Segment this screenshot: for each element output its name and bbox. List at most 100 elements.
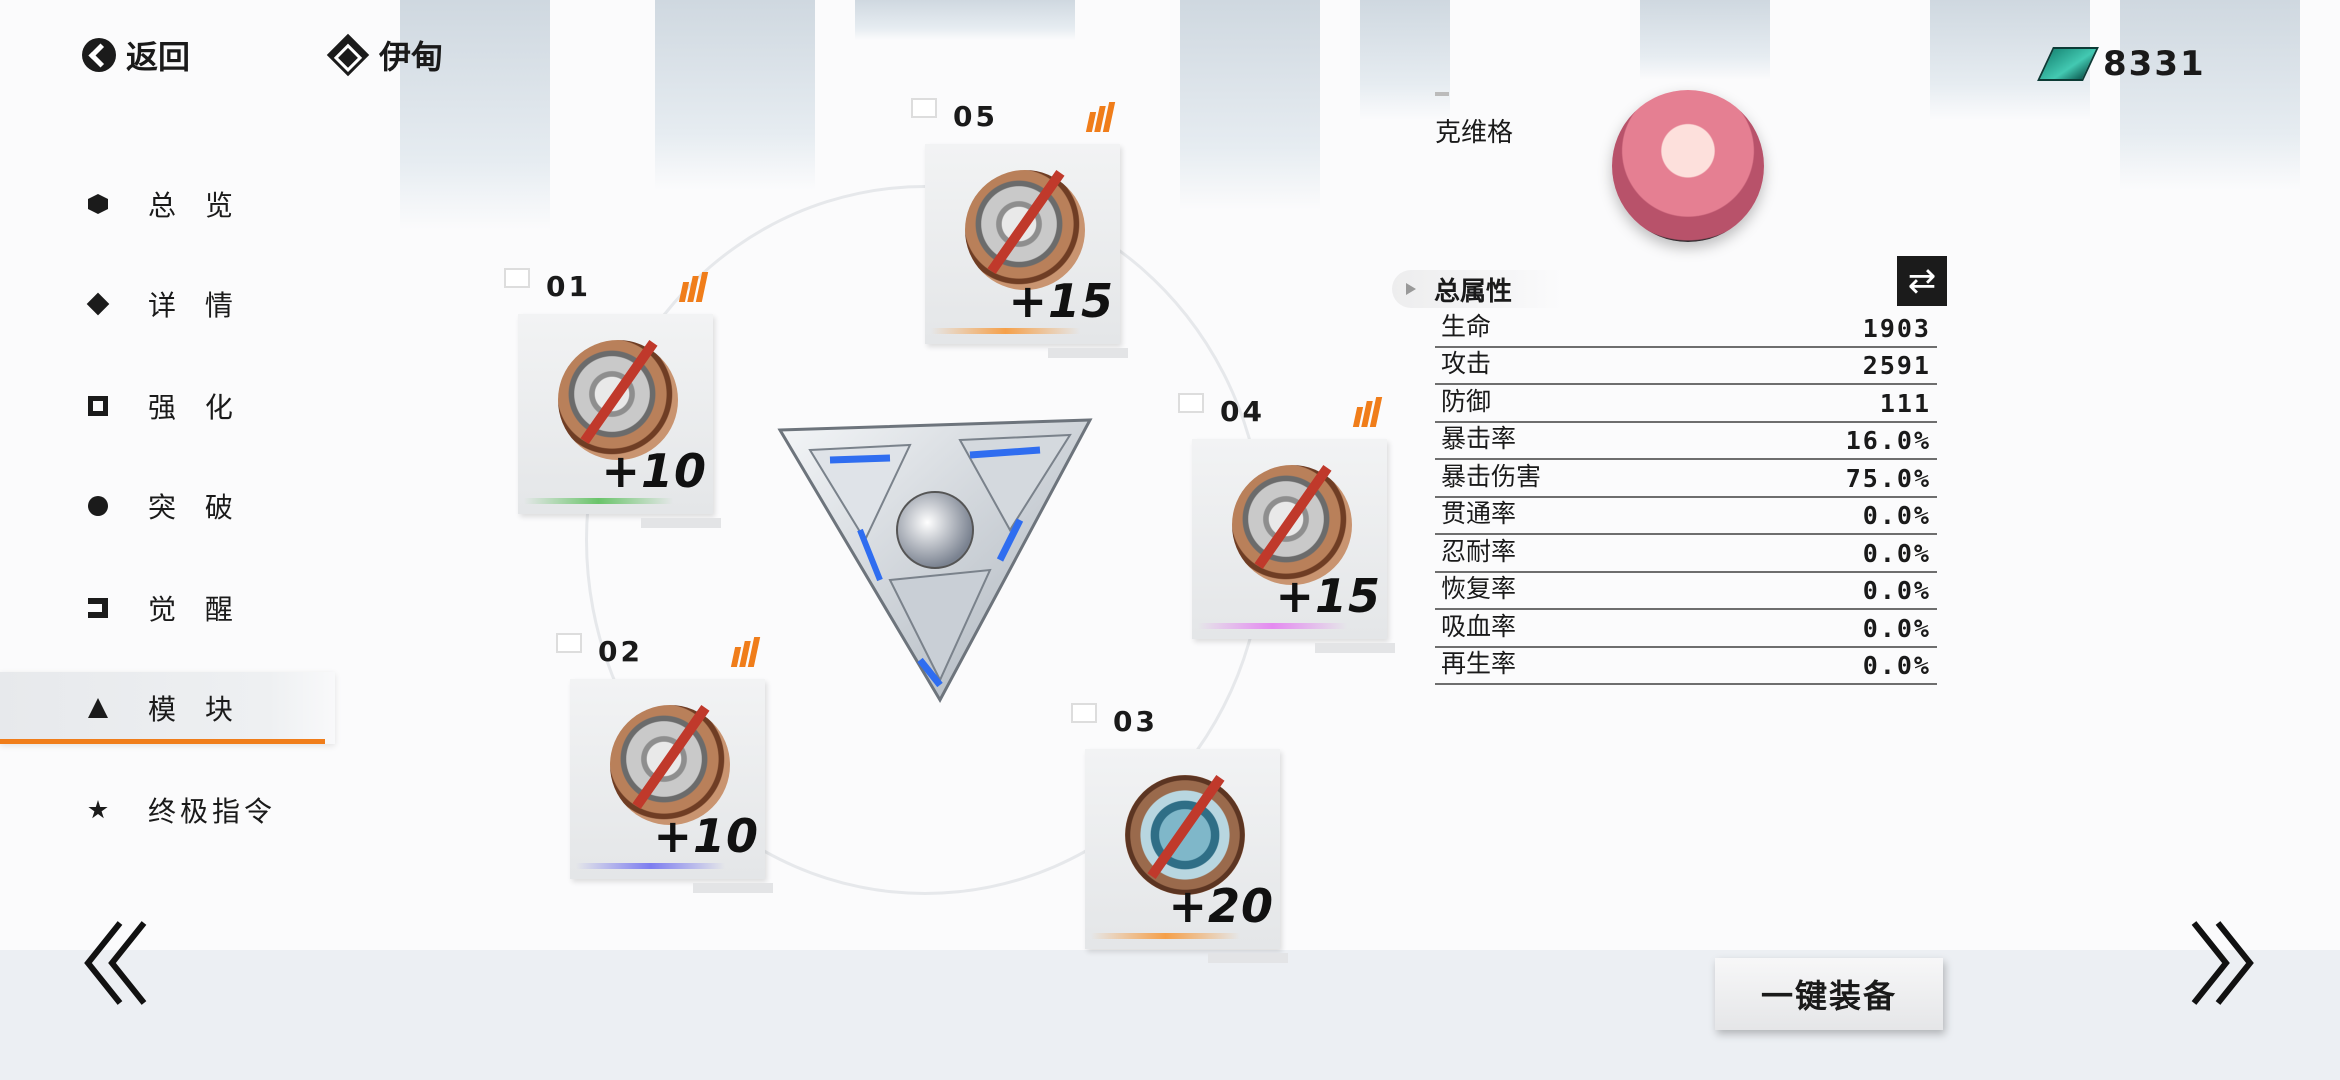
- module-level: +15: [1275, 569, 1381, 623]
- slot-number: 03: [1113, 705, 1158, 738]
- back-label: 返回: [126, 38, 191, 76]
- module-slot-02[interactable]: 02 +10: [556, 633, 773, 893]
- module-slot-05[interactable]: 05 +15: [911, 98, 1128, 358]
- attr-value: 2591: [1862, 351, 1931, 380]
- attr-label: 攻击: [1441, 349, 1492, 378]
- card-shadow: [693, 883, 773, 893]
- module-gear-image: [558, 340, 678, 460]
- attr-label: 贯通率: [1441, 499, 1517, 528]
- rarity-icon: [678, 272, 709, 302]
- attr-label: 生命: [1441, 311, 1492, 341]
- module-gear-image: [1232, 465, 1352, 585]
- attr-value: 1903: [1862, 313, 1931, 343]
- play-icon: [1406, 283, 1416, 295]
- sidebar-item-module[interactable]: 模 块: [0, 672, 335, 744]
- card-shadow: [1315, 643, 1395, 653]
- breakthrough-icon: [88, 496, 108, 516]
- attr-label: 暴击伤害: [1441, 461, 1542, 491]
- module-slot-03[interactable]: 03 +20: [1071, 703, 1288, 963]
- module-level: +15: [1008, 274, 1114, 328]
- sidebar-item-label: 详 情: [148, 289, 243, 322]
- background-pillar: [1180, 0, 1320, 210]
- sidebar-item-awaken[interactable]: 觉 醒: [0, 572, 335, 644]
- diamond-icon: [326, 33, 370, 77]
- sidebar-item-ultimate[interactable]: 终极指令: [0, 774, 335, 846]
- module-level: +10: [601, 444, 707, 498]
- attr-value: 111: [1879, 388, 1931, 418]
- attr-label: 暴击率: [1441, 424, 1517, 453]
- sidebar-item-label: 模 块: [148, 693, 243, 726]
- prev-arrow-icon[interactable]: [80, 918, 150, 1008]
- module-rarity-bar: [1198, 623, 1347, 629]
- module-gear-image: [610, 705, 730, 825]
- slot-checkbox: [1071, 703, 1097, 723]
- module-icon: [88, 698, 108, 718]
- character-marker: [1435, 92, 1449, 96]
- attr-label: 防御: [1441, 386, 1492, 416]
- sidebar-item-details[interactable]: 详 情: [0, 268, 335, 340]
- module-rarity-bar: [576, 863, 725, 869]
- swap-button[interactable]: ⇄: [1897, 256, 1947, 306]
- attr-label: 恢复率: [1441, 574, 1517, 603]
- character-tab-button[interactable]: 伊甸: [326, 32, 443, 78]
- attr-value: 0.0%: [1862, 613, 1931, 643]
- card-shadow: [1208, 953, 1288, 963]
- background-pillar: [1360, 0, 1450, 120]
- sidebar-item-label: 终极指令: [148, 795, 277, 828]
- enhance-icon: [88, 396, 108, 416]
- back-button[interactable]: 返回: [82, 32, 190, 78]
- sidebar-item-label: 强 化: [148, 391, 243, 424]
- back-arrow-icon: [82, 38, 116, 72]
- module-rarity-bar: [931, 328, 1080, 334]
- background-pillar: [655, 0, 815, 190]
- sidebar-item-label: 觉 醒: [148, 593, 243, 626]
- swap-icon: ⇄: [1907, 261, 1937, 301]
- sidebar-item-overview[interactable]: 总 览: [0, 168, 335, 240]
- attributes-header: 总属性: [1392, 270, 1562, 308]
- slot-number: 05: [953, 100, 998, 133]
- module-slot-01[interactable]: 01 +10: [504, 268, 721, 528]
- attr-label: 吸血率: [1441, 611, 1517, 641]
- character-avatar[interactable]: [1612, 90, 1764, 242]
- module-disk-image: [1125, 775, 1245, 895]
- background-pillar: [855, 0, 1075, 40]
- attr-label: 再生率: [1441, 649, 1517, 678]
- ultimate-icon: [88, 800, 108, 819]
- slot-checkbox: [556, 633, 582, 653]
- module-card: +10: [518, 314, 721, 528]
- bottom-band: [0, 950, 2340, 1080]
- attr-row-crit-rate: 暴击率 16.0%: [1435, 423, 1937, 460]
- attr-value: 16.0%: [1845, 426, 1931, 455]
- module-slot-04[interactable]: 04 +15: [1178, 393, 1395, 653]
- awaken-icon: [88, 598, 108, 618]
- rarity-icon: [1085, 102, 1116, 132]
- sidebar-item-enhance[interactable]: 强 化: [0, 370, 335, 442]
- rarity-icon: [1352, 397, 1383, 427]
- slot-number: 04: [1220, 395, 1265, 428]
- module-card: +15: [1192, 439, 1395, 653]
- sidebar-item-breakthrough[interactable]: 突 破: [0, 470, 335, 542]
- attributes-title: 总属性: [1434, 276, 1513, 307]
- attr-value: 0.0%: [1862, 501, 1931, 530]
- background-pillar: [1640, 0, 1770, 80]
- slot-checkbox: [911, 98, 937, 118]
- diamond-icon: [86, 292, 110, 316]
- attr-label: 忍耐率: [1441, 536, 1517, 566]
- sidebar-item-label: 总 览: [148, 189, 243, 222]
- background-pillar: [400, 0, 550, 230]
- one-key-equip-button[interactable]: 一键装备: [1715, 958, 1943, 1030]
- attr-row-defense: 防御 111: [1435, 385, 1937, 423]
- card-shadow: [641, 518, 721, 528]
- currency-amount: 8331: [2103, 44, 2206, 84]
- module-level: +10: [653, 809, 759, 863]
- next-arrow-icon[interactable]: [2188, 918, 2258, 1008]
- background-pillar: [2120, 0, 2300, 190]
- slot-number: 01: [546, 270, 591, 303]
- module-level: +20: [1168, 879, 1274, 933]
- attr-row-attack: 攻击 2591: [1435, 348, 1937, 385]
- hex-icon: [88, 194, 108, 214]
- module-rarity-bar: [524, 498, 673, 504]
